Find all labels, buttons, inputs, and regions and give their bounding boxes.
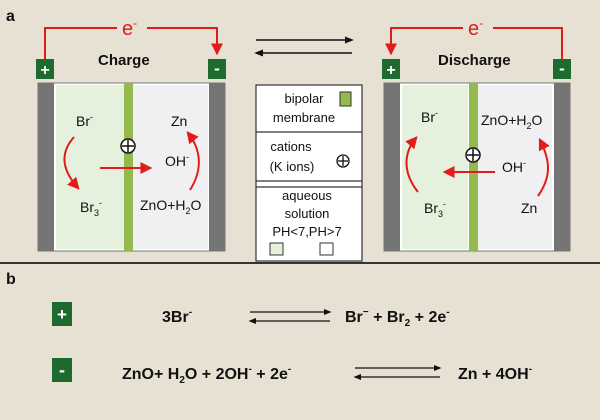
charge-electron-label: e-	[122, 16, 137, 40]
reaction2-products: Zn + 4OH-	[458, 364, 532, 383]
discharge-br-label: Br-	[421, 108, 438, 125]
discharge-title: Discharge	[438, 52, 511, 69]
legend-acidic-swatch	[269, 242, 284, 256]
discharge-minus-terminal	[553, 59, 571, 79]
charge-zn-label: Zn	[171, 113, 187, 129]
discharge-base-region	[478, 85, 552, 249]
legend-cations-label: cations	[270, 139, 312, 154]
legend-membrane-label: membrane	[273, 110, 335, 125]
legend-outer	[255, 84, 363, 262]
panel-b-background	[0, 264, 600, 415]
charge-br3-label: Br3-	[80, 198, 102, 218]
charge-br-label: Br-	[76, 112, 93, 129]
discharge-br3-to-br-arrow	[405, 136, 419, 193]
discharge-acid-region	[402, 85, 468, 249]
discharge-zn-label: Zn	[521, 200, 537, 216]
reaction1-products: Br− + Br2 + 2e-	[345, 307, 450, 329]
charge-title: Charge	[98, 52, 150, 69]
discharge-br3-label: Br3-	[424, 199, 446, 219]
charge-zno-to-zn-arrow	[186, 131, 200, 191]
discharge-electron-label-bg	[463, 16, 493, 38]
legend-k-ions-label: (K ions)	[270, 159, 315, 174]
discharge-negative-electrode	[554, 83, 570, 251]
charge-zno-label: ZnO+H2O	[140, 197, 202, 216]
positive-badge-sign: +	[57, 305, 67, 324]
reaction-positive: + 3Br- Br− + Br2 + 2e-	[52, 302, 450, 329]
discharge-cell: + - e- Discharge Br- Br3- ZnO+H2O OH- Zn	[382, 16, 571, 252]
reaction1-reactants: 3Br-	[162, 307, 192, 326]
discharge-plus-sign: +	[386, 62, 395, 79]
charge-plus-terminal	[36, 59, 54, 79]
panel-b-label: b	[6, 271, 16, 288]
reaction2-reactants: ZnO+ H2O + 2OH- + 2e-	[122, 364, 291, 386]
charge-br-to-br3-arrow	[63, 136, 80, 190]
legend-membrane-swatch	[339, 91, 352, 107]
legend-bipolar-label: bipolar	[284, 91, 324, 106]
reaction-negative: - ZnO+ H2O + 2OH- + 2e- Zn + 4OH-	[52, 358, 532, 386]
legend-aqueous-label: aqueous	[282, 188, 332, 203]
negative-badge-sign: -	[59, 360, 65, 380]
legend-solution-label: solution	[285, 206, 330, 221]
legend-basic-swatch	[319, 242, 334, 256]
negative-electrode-badge	[52, 358, 72, 382]
discharge-zno-label: ZnO+H2O	[481, 112, 543, 131]
charge-minus-terminal	[208, 59, 226, 79]
charge-electron-label-bg	[117, 16, 147, 38]
charge-minus-sign: -	[214, 59, 220, 78]
legend-ph-label: PH<7,PH>7	[272, 224, 341, 239]
charge-cell: + - e- Charge Br- Br3- Zn OH- ZnO+H2O	[36, 16, 226, 252]
positive-electrode-badge	[52, 302, 72, 326]
discharge-plus-terminal	[382, 59, 400, 79]
charge-plus-sign: +	[40, 62, 49, 79]
discharge-positive-electrode	[384, 83, 400, 251]
discharge-minus-sign: -	[559, 59, 565, 78]
panel-a-label: a	[6, 8, 15, 25]
discharge-oh-label: OH-	[502, 158, 526, 175]
discharge-bipolar-membrane	[469, 83, 478, 251]
legend-box: bipolar membrane cations (K ions) aqueou…	[255, 84, 363, 262]
charge-negative-electrode	[209, 83, 225, 251]
charge-positive-electrode	[38, 83, 54, 251]
discharge-zn-to-zno-arrow	[537, 137, 550, 197]
discharge-electron-label: e-	[468, 16, 483, 40]
charge-oh-label: OH-	[165, 152, 189, 169]
equilibrium-arrows	[254, 36, 354, 57]
